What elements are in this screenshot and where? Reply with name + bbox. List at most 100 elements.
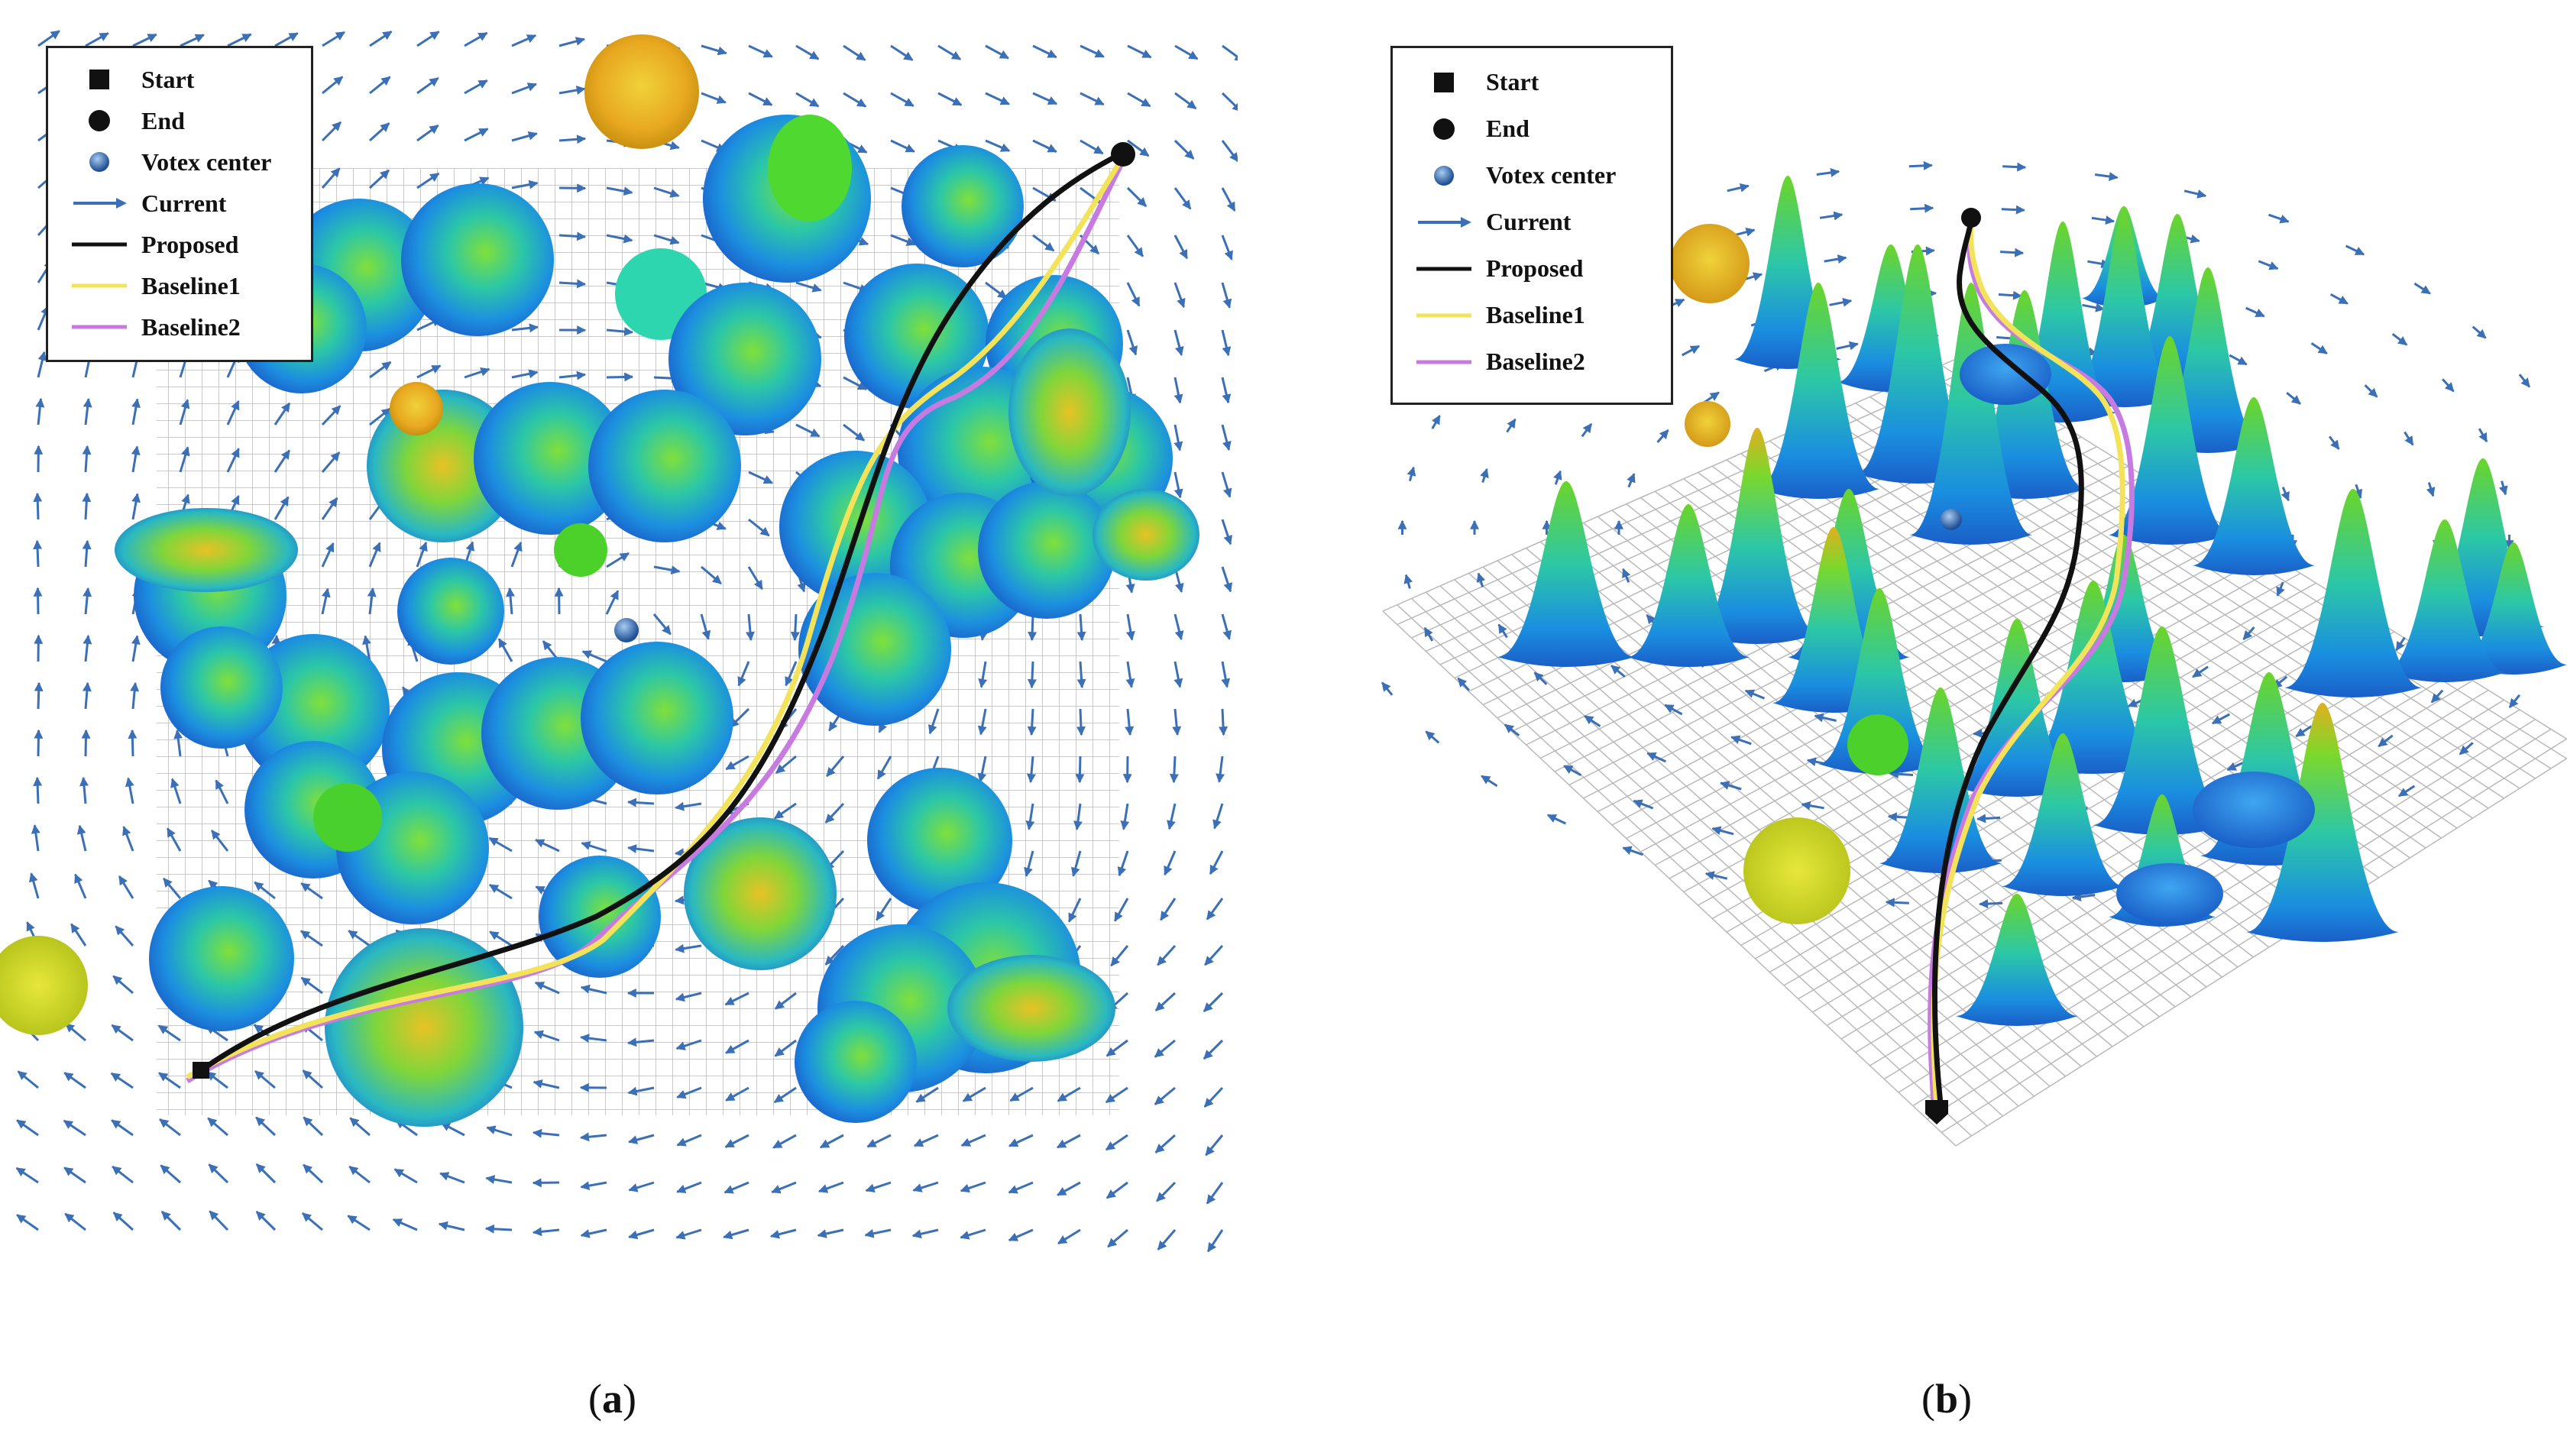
obstacle-peak (1497, 481, 1635, 667)
current-arrow (1067, 898, 1082, 923)
current-arrow (2281, 487, 2290, 502)
legend-label: Baseline2 (1486, 348, 1585, 375)
current-arrow (2000, 248, 2025, 257)
current-arrow (33, 492, 43, 520)
current-arrow (227, 33, 252, 47)
current-arrow (1157, 1229, 1177, 1251)
current-arrow (1027, 661, 1037, 689)
current-arrow (464, 79, 488, 95)
obstacles (1497, 176, 2567, 1026)
current-arrow (393, 1168, 418, 1184)
current-arrow (489, 930, 513, 947)
end-marker (1961, 208, 1981, 228)
current-arrow (274, 402, 291, 425)
current-arrow (274, 32, 299, 47)
current-arrow (1801, 801, 1824, 811)
current-arrow (300, 976, 323, 995)
square-marker-icon (65, 59, 134, 100)
current-arrow (1080, 139, 1104, 155)
current-arrow (321, 451, 341, 473)
current-arrow (70, 923, 87, 946)
caption-b: (b) (1921, 1376, 1973, 1422)
current-arrow (131, 445, 141, 473)
current-arrow (1819, 211, 1844, 221)
current-arrow (937, 92, 963, 106)
current-arrow (362, 635, 371, 662)
current-arrow (1204, 944, 1224, 966)
baseline1-path (186, 155, 1125, 1080)
current-arrow (1504, 723, 1520, 736)
current-arrow (511, 369, 539, 379)
current-arrow (795, 92, 820, 108)
baseline1-path (1931, 217, 2125, 1108)
obstacle-sphere (1685, 401, 1730, 447)
arrow-right-icon (65, 183, 134, 224)
current-arrow (1553, 470, 1562, 485)
current-arrow (440, 1121, 465, 1137)
current-arrow (1221, 282, 1232, 309)
current-arrow (773, 1086, 797, 1104)
current-arrow (321, 587, 331, 615)
current-arrow (1206, 1229, 1224, 1253)
current-arrow (300, 930, 323, 947)
current-arrow (771, 1181, 797, 1194)
line-swatch-icon (1410, 341, 1478, 383)
current-arrow (438, 1221, 465, 1231)
current-arrow (321, 542, 335, 568)
legend-item-start: Start (65, 59, 294, 100)
current-arrow (1221, 329, 1232, 357)
current-arrow (369, 361, 392, 379)
obstacle-peak (1627, 504, 1750, 667)
current-arrow (28, 872, 40, 899)
current-arrow (558, 86, 586, 95)
current-arrow (464, 128, 489, 142)
line-swatch-icon (65, 265, 134, 306)
current-arrow (2091, 215, 2115, 225)
current-arrow (464, 367, 490, 379)
current-arrow (31, 824, 40, 852)
current-arrow (1221, 140, 1238, 163)
current-arrow (1032, 44, 1057, 59)
legend-label: Start (141, 65, 195, 93)
current-arrow (1113, 898, 1129, 922)
current-arrow (416, 124, 439, 142)
current-arrow (1117, 850, 1129, 877)
current-arrow (581, 841, 607, 853)
grid-line (1783, 631, 2395, 986)
current-arrow (1221, 424, 1232, 451)
current-arrow (64, 1212, 86, 1231)
current-arrow (769, 1228, 797, 1239)
current-arrow (1908, 160, 1933, 170)
current-arrow (322, 76, 344, 95)
current-arrow (1127, 92, 1151, 108)
current-arrow (1173, 613, 1184, 641)
current-arrow (367, 587, 377, 615)
current-arrow (1173, 235, 1189, 260)
current-arrow (321, 167, 341, 189)
current-arrow (817, 1228, 844, 1238)
current-arrow (2508, 694, 2521, 708)
current-arrow (392, 1218, 418, 1231)
legend-item-baseline1: Baseline1 (1410, 292, 1654, 338)
current-arrow (532, 1227, 560, 1237)
current-arrow (606, 234, 633, 244)
legend-label: End (1486, 115, 1530, 142)
current-arrow (83, 635, 92, 662)
current-arrow (876, 898, 892, 921)
current-arrow (795, 423, 821, 438)
current-arrow (255, 1163, 277, 1184)
current-arrow (1057, 1181, 1081, 1196)
current-arrow (1076, 613, 1086, 642)
current-arrow (1008, 1181, 1034, 1194)
legend-item-current: Current (65, 183, 294, 224)
current-arrow (1646, 752, 1666, 763)
current-arrow (510, 541, 523, 568)
current-arrow (1173, 424, 1183, 451)
current-arrow (131, 493, 141, 520)
current-arrow (2426, 482, 2436, 497)
current-arrow (1457, 677, 1470, 691)
current-arrow (795, 44, 820, 60)
current-arrow (34, 729, 44, 757)
current-arrow (729, 707, 750, 728)
current-arrow (1425, 730, 1440, 744)
